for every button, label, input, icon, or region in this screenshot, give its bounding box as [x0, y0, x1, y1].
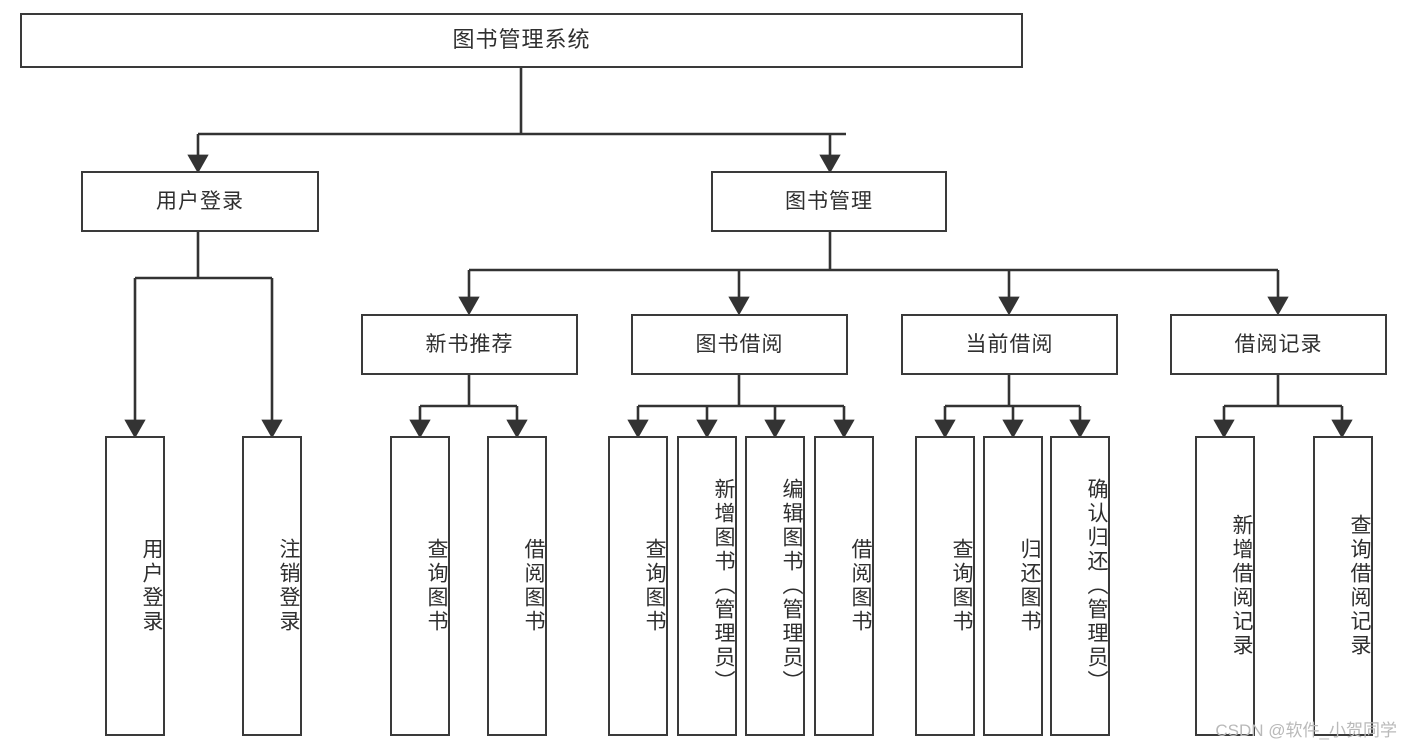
node-book-borrow[interactable]: 图书借阅 — [631, 314, 848, 375]
node-label: 借阅图书 — [849, 538, 872, 634]
node-current-borrow[interactable]: 当前借阅 — [901, 314, 1118, 375]
node-label: 用户登录 — [156, 189, 244, 213]
node-label: 注销登录 — [277, 538, 300, 634]
leaf-edit-book-admin[interactable]: 编辑图书（管理员） — [745, 436, 805, 736]
node-label: 当前借阅 — [965, 332, 1054, 356]
csdn-watermark: CSDN @软件_小贺同学 — [1215, 721, 1397, 740]
node-label: 查询图书 — [643, 538, 666, 634]
leaf-add-book-admin[interactable]: 新增图书（管理员） — [677, 436, 737, 736]
leaf-user-login[interactable]: 用户登录 — [105, 436, 165, 736]
node-label: 新书推荐 — [425, 332, 514, 356]
node-book-manage[interactable]: 图书管理 — [711, 171, 947, 232]
node-label: 查询图书 — [425, 538, 448, 634]
node-label: 图书管理 — [785, 189, 873, 213]
node-label: 新增图书（管理员） — [712, 478, 735, 694]
leaf-logout-login[interactable]: 注销登录 — [242, 436, 302, 736]
node-label: 图书管理系统 — [452, 27, 591, 53]
leaf-add-borrow-record[interactable]: 新增借阅记录 — [1195, 436, 1255, 736]
leaf-confirm-return-admin[interactable]: 确认归还（管理员） — [1050, 436, 1110, 736]
node-label: 确认归还（管理员） — [1085, 478, 1108, 694]
leaf-query-book-borrow[interactable]: 查询图书 — [608, 436, 668, 736]
leaf-query-book-recommend[interactable]: 查询图书 — [390, 436, 450, 736]
node-label: 用户登录 — [140, 538, 163, 634]
node-user-login[interactable]: 用户登录 — [81, 171, 319, 232]
node-label: 归还图书 — [1018, 538, 1041, 634]
node-root-book-management-system[interactable]: 图书管理系统 — [20, 13, 1023, 68]
node-label: 查询图书 — [950, 538, 973, 634]
leaf-query-book-current[interactable]: 查询图书 — [915, 436, 975, 736]
node-new-book-recommend[interactable]: 新书推荐 — [361, 314, 578, 375]
leaf-borrow-book-recommend[interactable]: 借阅图书 — [487, 436, 547, 736]
node-label: 新增借阅记录 — [1230, 514, 1253, 658]
node-label: 查询借阅记录 — [1348, 514, 1371, 658]
node-label: 借阅图书 — [522, 538, 545, 634]
node-label: 图书借阅 — [695, 332, 784, 356]
leaf-return-book[interactable]: 归还图书 — [983, 436, 1043, 736]
leaf-borrow-book[interactable]: 借阅图书 — [814, 436, 874, 736]
node-borrow-record[interactable]: 借阅记录 — [1170, 314, 1387, 375]
node-label: 借阅记录 — [1234, 332, 1323, 356]
node-label: 编辑图书（管理员） — [780, 478, 803, 694]
leaf-query-borrow-record[interactable]: 查询借阅记录 — [1313, 436, 1373, 736]
